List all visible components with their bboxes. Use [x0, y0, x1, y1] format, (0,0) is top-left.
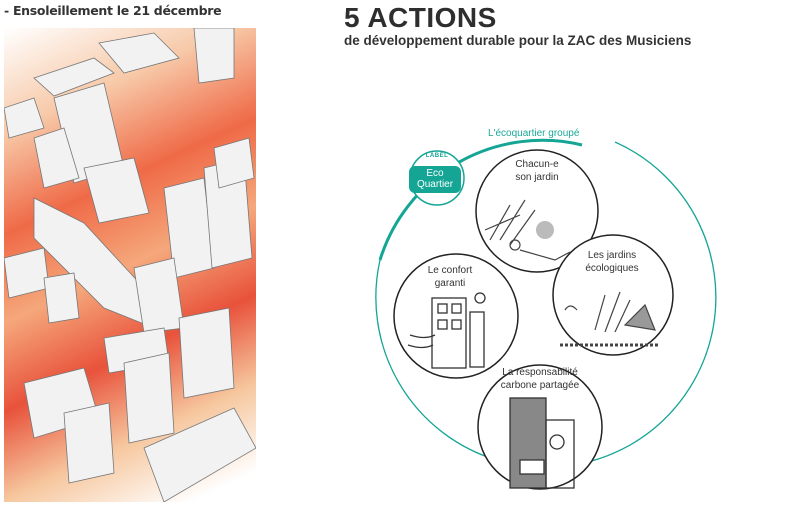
action-label-garden: Chacun-e son jardin	[497, 158, 577, 184]
label-line: Chacun-e	[515, 159, 559, 170]
action-circle-garden	[475, 149, 599, 273]
badge-ring-text: LABEL	[425, 153, 449, 159]
badge-line2: Quartier	[416, 179, 454, 190]
label-line: carbone partagée	[500, 380, 580, 391]
ecological-garden-icon	[560, 291, 660, 347]
sunlight-map-image	[4, 28, 256, 502]
label-line: garanti	[434, 278, 466, 289]
label-line: La responsabilité	[502, 367, 578, 378]
building-bike-charging-icon	[509, 397, 575, 489]
action-label-comfort: Le confort garanti	[410, 264, 490, 290]
ecoquartier-label: L'écoquartier groupé	[488, 128, 580, 139]
ecoquartier-badge: Eco Quartier	[409, 166, 461, 193]
action-label-eco-gardens: Les jardins écologiques	[572, 249, 652, 275]
garden-lounger-icon	[484, 199, 571, 261]
page-subtitle: de développement durable pour la ZAC des…	[344, 33, 692, 48]
label-line: son jardin	[515, 172, 559, 183]
building-sun-icon	[407, 292, 486, 369]
label-line: écologiques	[585, 263, 639, 274]
outer-arc-thin	[375, 141, 717, 468]
label-line: Le confort	[427, 265, 473, 276]
badge-line1: Eco	[426, 168, 444, 179]
page-title: 5 ACTIONS	[344, 2, 497, 33]
map-caption: - Ensoleillement le 21 décembre	[4, 3, 222, 18]
actions-diagram	[375, 138, 717, 490]
buildings-illustration	[4, 28, 256, 502]
label-line: Les jardins	[587, 250, 637, 261]
action-label-carbon: La responsabilité carbone partagée	[490, 366, 590, 392]
